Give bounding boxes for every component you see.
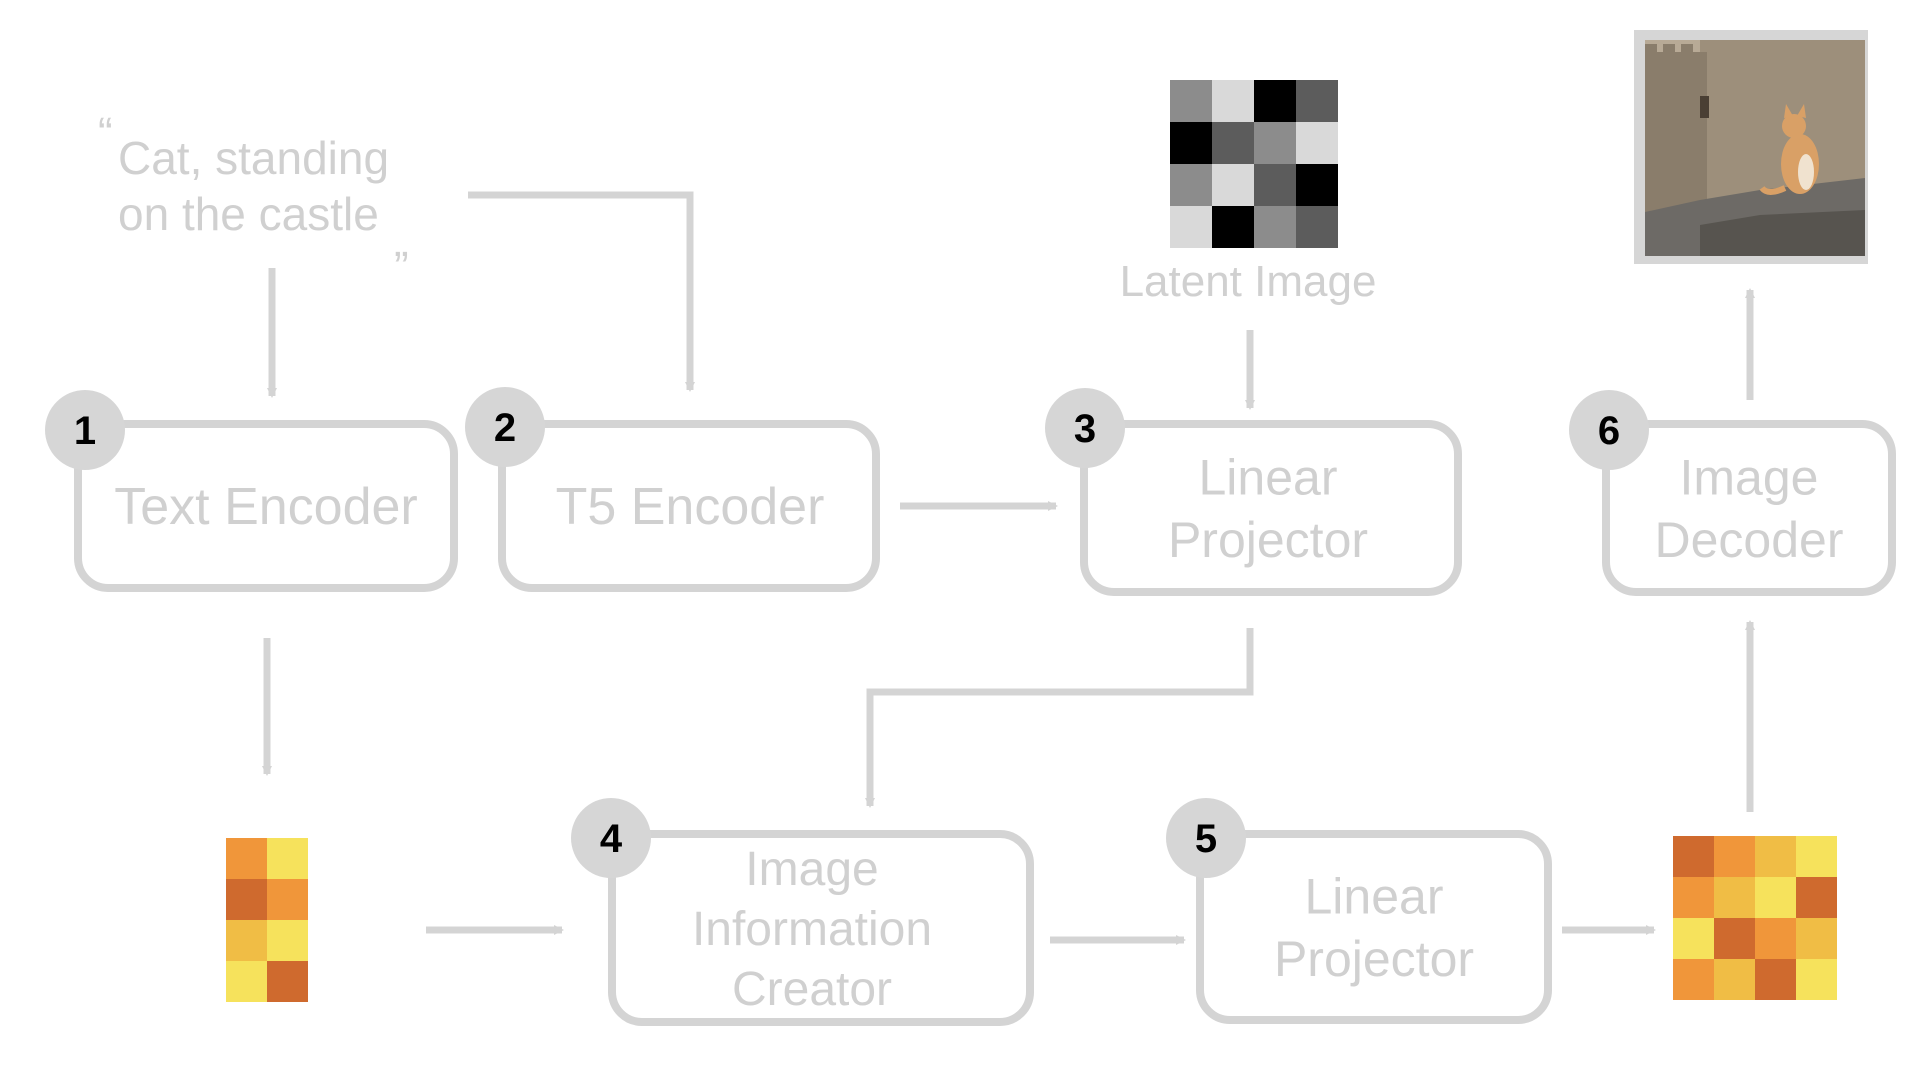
output-latent-cell bbox=[1755, 836, 1796, 877]
image-information-creator-label: Image bbox=[745, 843, 878, 896]
text-embedding-grid bbox=[226, 838, 308, 1002]
t5-encoder-label: T5 Encoder bbox=[556, 478, 825, 536]
prompt-line-1: Cat, standing bbox=[118, 132, 389, 184]
image-decoder-box bbox=[1602, 420, 1896, 596]
image-decoder-label: Decoder bbox=[1655, 512, 1844, 568]
output-latent-cell bbox=[1755, 959, 1796, 1000]
linear-projector-1-label: Linear bbox=[1199, 449, 1338, 505]
latent-cell bbox=[1170, 80, 1212, 122]
output-latent-cell bbox=[1714, 959, 1755, 1000]
t5-encoder-step-number: 2 bbox=[494, 406, 516, 450]
arrow-projector-to-info-creator bbox=[865, 628, 1254, 808]
text-encoder-step-number: 1 bbox=[74, 409, 96, 453]
latent-image-grid bbox=[1170, 80, 1338, 248]
latent-cell bbox=[1296, 122, 1338, 164]
image-information-creator-step-badge: 4 bbox=[571, 798, 651, 878]
output-latent-cell bbox=[1796, 918, 1837, 959]
text-encoder-label: Text Encoder bbox=[114, 478, 418, 536]
output-latent-cell bbox=[1714, 836, 1755, 877]
latent-cell bbox=[1212, 80, 1254, 122]
latent-cell bbox=[1212, 206, 1254, 248]
image-decoder-step-badge: 6 bbox=[1569, 390, 1649, 470]
t5-encoder-box bbox=[498, 420, 880, 592]
linear-projector-2-label: Linear bbox=[1305, 868, 1444, 924]
embedding-cell bbox=[226, 879, 267, 920]
latent-cell bbox=[1170, 122, 1212, 164]
embedding-cell bbox=[267, 920, 308, 961]
cat-on-castle-photo bbox=[1634, 30, 1868, 264]
image-information-creator-label: Creator bbox=[732, 963, 892, 1016]
embedding-cell bbox=[226, 838, 267, 879]
prompt-open-quote: “ bbox=[98, 109, 113, 158]
latent-cell bbox=[1296, 80, 1338, 122]
latent-cell bbox=[1212, 122, 1254, 164]
output-latent-cell bbox=[1796, 877, 1837, 918]
text-encoder-step-badge: 1 bbox=[45, 390, 125, 470]
output-latent-cell bbox=[1796, 836, 1837, 877]
image-decoder-label: Image bbox=[1680, 449, 1819, 505]
embedding-cell bbox=[267, 961, 308, 1002]
linear-projector-1-box bbox=[1080, 420, 1462, 596]
linear-projector-2-step-badge: 5 bbox=[1166, 798, 1246, 878]
image-information-creator-label: Information bbox=[692, 903, 932, 956]
image-information-creator-step-number: 4 bbox=[600, 817, 623, 861]
prompt-line-2: on the castle bbox=[118, 188, 379, 240]
output-latent-grid bbox=[1673, 836, 1837, 1000]
latent-cell bbox=[1296, 164, 1338, 206]
output-latent-cell bbox=[1673, 918, 1714, 959]
latent-cell bbox=[1170, 164, 1212, 206]
embedding-cell bbox=[267, 879, 308, 920]
arrow-prompt-to-t5-encoder bbox=[468, 191, 695, 392]
prompt-text: “ Cat, standing on the castle „ bbox=[98, 109, 409, 266]
latent-cell bbox=[1254, 206, 1296, 248]
linear-projector-1-label: Projector bbox=[1168, 512, 1368, 568]
linear-projector-2-label: Projector bbox=[1274, 931, 1474, 987]
output-latent-cell bbox=[1714, 877, 1755, 918]
output-latent-cell bbox=[1755, 877, 1796, 918]
latent-cell bbox=[1170, 206, 1212, 248]
latent-cell bbox=[1254, 122, 1296, 164]
prompt-close-quote: „ bbox=[394, 217, 409, 266]
t5-encoder-block[interactable]: T5 Encoder 2 bbox=[465, 387, 880, 592]
latent-cell bbox=[1254, 80, 1296, 122]
latent-image-label: Latent Image bbox=[1120, 257, 1377, 306]
latent-cell bbox=[1296, 206, 1338, 248]
latent-cell bbox=[1212, 164, 1254, 206]
output-latent-cell bbox=[1673, 959, 1714, 1000]
output-latent-cell bbox=[1673, 877, 1714, 918]
connectors bbox=[262, 191, 1755, 945]
output-latent-cell bbox=[1714, 918, 1755, 959]
t5-encoder-step-badge: 2 bbox=[465, 387, 545, 467]
embedding-cell bbox=[226, 920, 267, 961]
embedding-cell bbox=[226, 961, 267, 1002]
text-encoder-box bbox=[74, 420, 458, 592]
linear-projector-2-step-number: 5 bbox=[1195, 817, 1217, 861]
linear-projector-1-step-number: 3 bbox=[1074, 407, 1096, 451]
image-decoder-step-number: 6 bbox=[1598, 409, 1620, 453]
latent-cell bbox=[1254, 164, 1296, 206]
output-latent-cell bbox=[1755, 918, 1796, 959]
linear-projector-2-box bbox=[1196, 830, 1552, 1024]
output-latent-cell bbox=[1673, 836, 1714, 877]
text-encoder-block[interactable]: Text Encoder 1 bbox=[45, 390, 458, 592]
embedding-cell bbox=[267, 838, 308, 879]
output-latent-cell bbox=[1796, 959, 1837, 1000]
image-information-creator-box bbox=[608, 830, 1034, 1026]
linear-projector-1-step-badge: 3 bbox=[1045, 388, 1125, 468]
